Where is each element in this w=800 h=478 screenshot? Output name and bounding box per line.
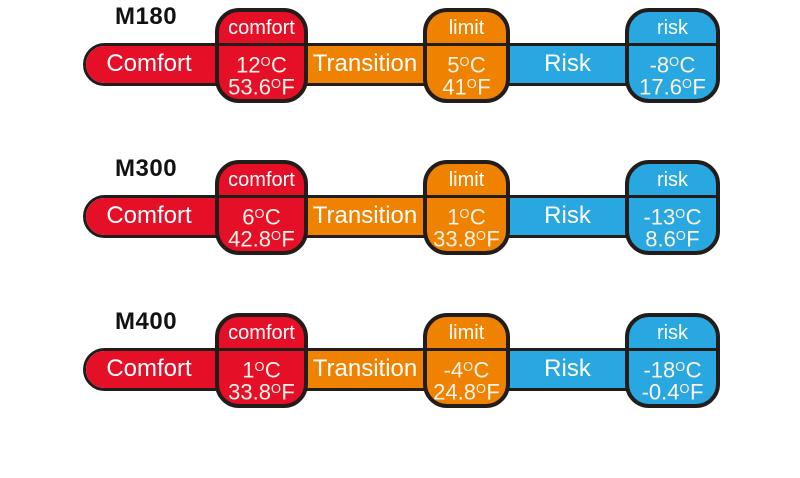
badge-divider-line	[219, 43, 304, 46]
rating-row-m400: M400 Comfort Transition Risk comfort 1OC…	[0, 309, 800, 409]
model-label: M300	[115, 155, 178, 182]
risk-temp-badge: risk -8OC 17.6OF	[625, 8, 720, 103]
risk-celsius: -18OC	[643, 357, 702, 383]
limit-temps: -4OC 24.8OF	[427, 351, 506, 404]
risk-zone-label: Risk	[544, 202, 591, 229]
risk-temps: -18OC -0.4OF	[629, 351, 716, 404]
comfort-fahrenheit: 42.8OF	[228, 226, 295, 252]
limit-temp-badge: limit 5OC 41OF	[423, 8, 510, 103]
limit-badge-label: limit	[448, 169, 485, 191]
comfort-fahrenheit: 33.8OF	[228, 379, 295, 405]
limit-celsius: 5OC	[447, 52, 486, 78]
comfort-zone-label: Comfort	[106, 202, 192, 229]
comfort-fahrenheit: 53.6OF	[228, 74, 295, 100]
badge-divider-line	[219, 195, 304, 198]
risk-celsius: -13OC	[643, 204, 702, 230]
limit-fahrenheit: 24.8OF	[433, 379, 500, 405]
comfort-badge-label: comfort	[228, 322, 295, 344]
risk-fahrenheit: 17.6OF	[639, 74, 706, 100]
risk-badge-label: risk	[656, 17, 689, 39]
comfort-celsius: 1OC	[242, 357, 281, 383]
model-label: M400	[115, 308, 178, 335]
risk-badge-label: risk	[656, 169, 689, 191]
comfort-zone-label: Comfort	[106, 50, 192, 77]
limit-celsius: 1OC	[447, 204, 486, 230]
transition-zone-label: Transition	[312, 355, 418, 382]
badge-divider-line	[427, 195, 506, 198]
comfort-badge-label: comfort	[228, 17, 295, 39]
comfort-zone-label: Comfort	[106, 355, 192, 382]
risk-temp-badge: risk -18OC -0.4OF	[625, 313, 720, 408]
limit-badge-label: limit	[448, 322, 485, 344]
rating-row-m300: M300 Comfort Transition Risk comfort 6OC…	[0, 156, 800, 256]
risk-temp-badge: risk -13OC 8.6OF	[625, 160, 720, 255]
comfort-temps: 12OC 53.6OF	[219, 46, 304, 99]
comfort-temp-badge: comfort 12OC 53.6OF	[215, 8, 308, 103]
risk-celsius: -8OC	[649, 52, 696, 78]
comfort-celsius: 6OC	[242, 204, 281, 230]
limit-temp-badge: limit 1OC 33.8OF	[423, 160, 510, 255]
comfort-badge-label: comfort	[228, 169, 295, 191]
limit-temps: 5OC 41OF	[427, 46, 506, 99]
transition-zone-label: Transition	[312, 50, 418, 77]
badge-divider-line	[219, 348, 304, 351]
rating-row-m180: M180 Comfort Transition Risk comfort 12O…	[0, 4, 800, 104]
risk-fahrenheit: -0.4OF	[641, 379, 704, 405]
limit-temps: 1OC 33.8OF	[427, 198, 506, 251]
badge-divider-line	[427, 348, 506, 351]
limit-celsius: -4OC	[443, 357, 490, 383]
limit-fahrenheit: 33.8OF	[433, 226, 500, 252]
limit-temp-badge: limit -4OC 24.8OF	[423, 313, 510, 408]
risk-fahrenheit: 8.6OF	[645, 226, 700, 252]
transition-zone-label: Transition	[312, 202, 418, 229]
badge-divider-line	[629, 348, 716, 351]
risk-badge-label: risk	[656, 322, 689, 344]
risk-zone-label: Risk	[544, 355, 591, 382]
risk-temps: -13OC 8.6OF	[629, 198, 716, 251]
risk-zone-label: Risk	[544, 50, 591, 77]
comfort-celsius: 12OC	[236, 52, 287, 78]
badge-divider-line	[629, 195, 716, 198]
comfort-temps: 6OC 42.8OF	[219, 198, 304, 251]
badge-divider-line	[629, 43, 716, 46]
badge-divider-line	[427, 43, 506, 46]
comfort-temps: 1OC 33.8OF	[219, 351, 304, 404]
model-label: M180	[115, 3, 178, 30]
comfort-temp-badge: comfort 1OC 33.8OF	[215, 313, 308, 408]
comfort-temp-badge: comfort 6OC 42.8OF	[215, 160, 308, 255]
risk-temps: -8OC 17.6OF	[629, 46, 716, 99]
limit-badge-label: limit	[448, 17, 485, 39]
limit-fahrenheit: 41OF	[442, 74, 491, 100]
